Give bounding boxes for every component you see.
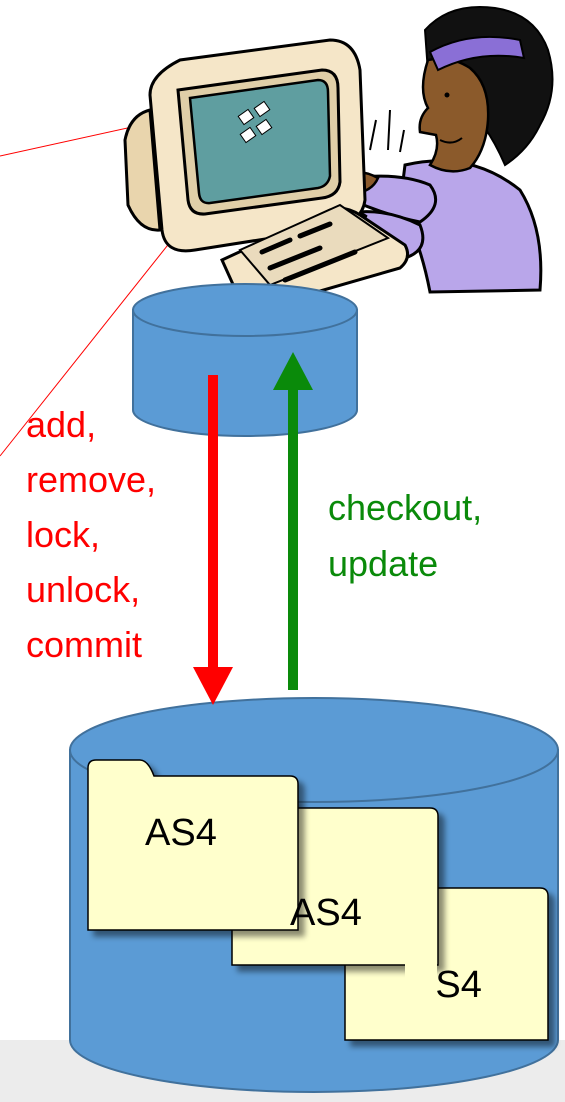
operation-line: remove,: [26, 459, 156, 500]
client-operation-line: update: [328, 543, 438, 584]
folder-3-label-group: AS4: [405, 962, 482, 1006]
folder-1-label: AS4: [145, 812, 217, 854]
operation-line: commit: [26, 624, 142, 665]
folder-1: [87, 759, 299, 931]
local-copy-cylinder: [132, 283, 358, 437]
operation-line: lock,: [26, 514, 100, 555]
client-operation-line: checkout,: [328, 487, 482, 528]
operation-line: unlock,: [26, 569, 140, 610]
computer-screen: [188, 78, 332, 205]
update-arrow: [273, 352, 313, 690]
operations-label: add, remove, lock, unlock, commit: [26, 404, 166, 665]
client-operations-label: checkout, update: [328, 487, 492, 584]
commit-arrow: [193, 375, 233, 705]
person-at-computer-icon: [123, 6, 554, 309]
folder-2-label: AS4: [290, 892, 362, 934]
operation-line: add,: [26, 404, 96, 445]
